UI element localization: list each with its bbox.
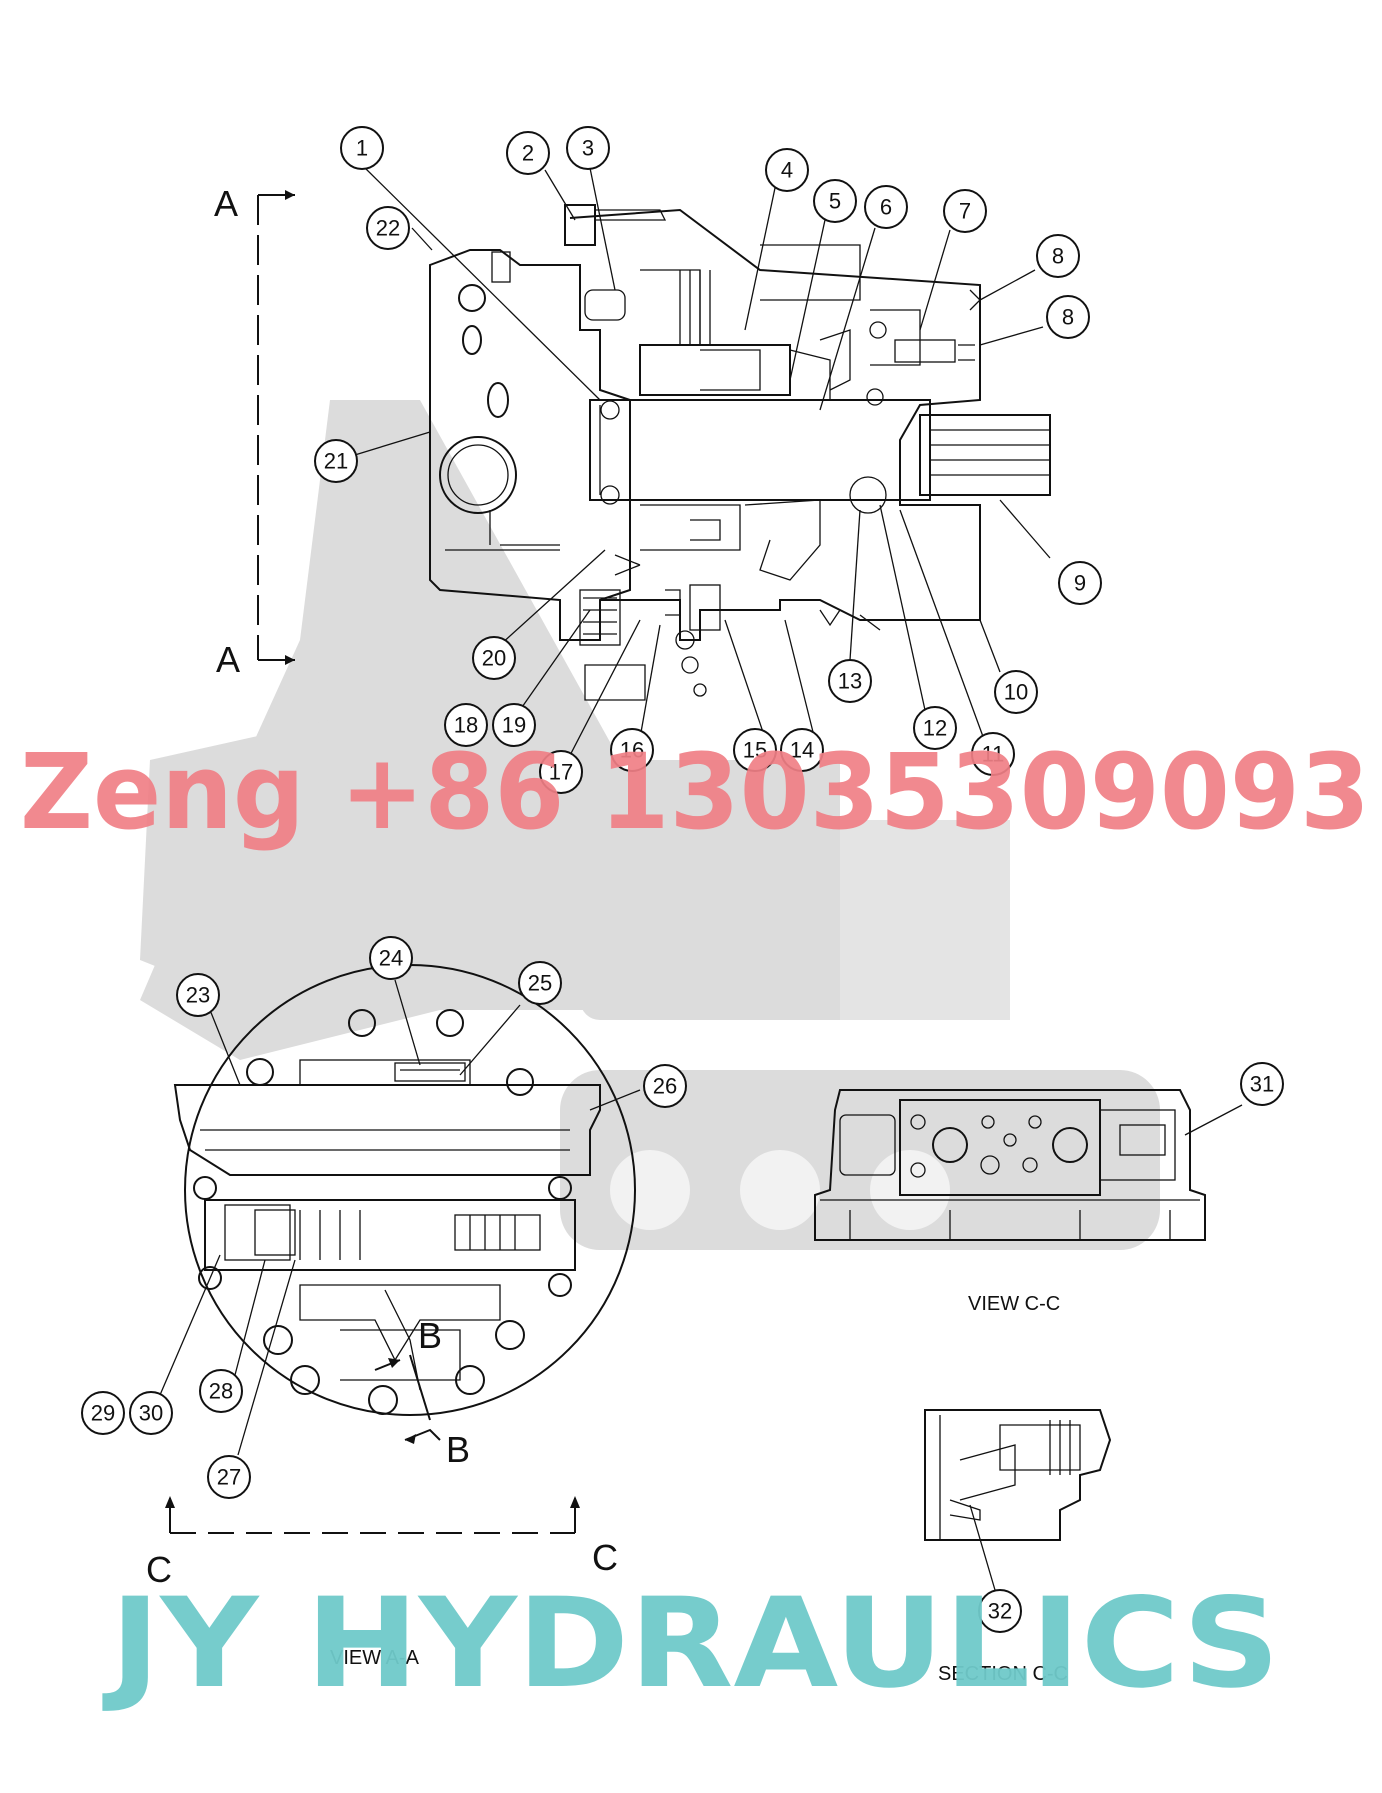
svg-text:4: 4 [781,158,793,183]
svg-text:18: 18 [454,713,478,738]
svg-text:6: 6 [880,195,892,220]
callout-4: 4 [765,148,809,192]
svg-text:9: 9 [1074,571,1086,596]
contact-watermark: Zeng +86 13035309093 [20,731,1370,853]
callout-7: 7 [943,189,987,233]
section-cc-drawing [924,1409,1112,1591]
callout-15: 15 [733,728,777,772]
callout-12: 12 [913,706,957,750]
label-view-cc: VIEW C-C [968,1293,1060,1315]
svg-text:3: 3 [582,136,594,161]
svg-text:5: 5 [829,189,841,214]
view-cc-drawing [814,1089,1243,1241]
callout-3: 3 [566,126,610,170]
svg-text:12: 12 [923,716,947,741]
callout-8b: 8 [1046,295,1090,339]
svg-text:10: 10 [1004,680,1028,705]
callout-30: 30 [129,1391,173,1435]
svg-text:24: 24 [379,946,403,971]
section-letter-c-left: C [146,1549,172,1590]
leader-lines-view-aa [159,979,641,1456]
svg-text:14: 14 [790,738,814,763]
label-section-cc: SECTION C-C [938,1663,1068,1685]
svg-text:8: 8 [1062,305,1074,330]
callout-2: 2 [506,131,550,175]
section-letter-b-bottom: B [446,1429,470,1470]
svg-text:1: 1 [356,136,368,161]
main-section-drawing [257,190,1051,701]
svg-text:7: 7 [959,199,971,224]
svg-text:23: 23 [186,983,210,1008]
section-letter-b-top: B [418,1315,442,1356]
callout-23: 23 [176,973,220,1017]
svg-text:11: 11 [982,742,1005,767]
callout-18: 18 [444,703,488,747]
svg-text:19: 19 [502,713,526,738]
section-letters: A A B B C C [146,183,618,1590]
background-logo [140,400,1160,1250]
svg-text:8: 8 [1052,244,1064,269]
section-letter-a-bottom: A [216,639,240,680]
svg-text:32: 32 [988,1599,1012,1624]
callout-32: 32 [978,1589,1022,1633]
callout-26: 26 [643,1064,687,1108]
svg-text:21: 21 [324,449,348,474]
svg-text:26: 26 [653,1074,677,1099]
svg-text:29: 29 [91,1401,115,1426]
callout-13: 13 [828,659,872,703]
callout-31: 31 [1240,1062,1284,1106]
callout-1: 1 [340,126,384,170]
callout-21: 21 [314,439,358,483]
svg-text:30: 30 [139,1401,163,1426]
callout-19: 19 [492,703,536,747]
callout-5: 5 [813,179,857,223]
leader-lines-top [344,164,1051,766]
section-letter-a-top: A [214,183,238,224]
callout-9: 9 [1058,561,1102,605]
callout-25: 25 [518,961,562,1005]
svg-text:13: 13 [838,669,862,694]
svg-text:2: 2 [522,141,534,166]
label-view-aa: VIEW A-A [330,1647,420,1669]
svg-text:31: 31 [1250,1072,1274,1097]
callout-29: 29 [81,1391,125,1435]
svg-text:28: 28 [209,1379,233,1404]
callout-bubbles: 1 2 3 4 5 6 7 8 8 9 10 11 12 13 14 15 16… [81,126,1284,1633]
svg-text:15: 15 [743,738,767,763]
callout-27: 27 [207,1455,251,1499]
callout-10: 10 [994,670,1038,714]
svg-text:25: 25 [528,971,552,996]
callout-22: 22 [366,206,410,250]
section-letter-c-right: C [592,1537,618,1578]
callout-8a: 8 [1036,234,1080,278]
svg-text:16: 16 [620,738,644,763]
svg-text:27: 27 [217,1465,241,1490]
view-aa-drawing [165,964,636,1534]
callout-6: 6 [864,185,908,229]
callout-20: 20 [472,636,516,680]
svg-text:17: 17 [549,760,573,785]
svg-text:22: 22 [376,216,400,241]
callout-17: 17 [539,750,583,794]
callout-11: 11 [971,732,1015,776]
callout-28: 28 [199,1369,243,1413]
brand-watermark: JY HYDRAULICS [102,1572,1280,1716]
callout-24: 24 [369,936,413,980]
callout-16: 16 [610,728,654,772]
callout-14: 14 [780,728,824,772]
svg-text:20: 20 [482,646,506,671]
